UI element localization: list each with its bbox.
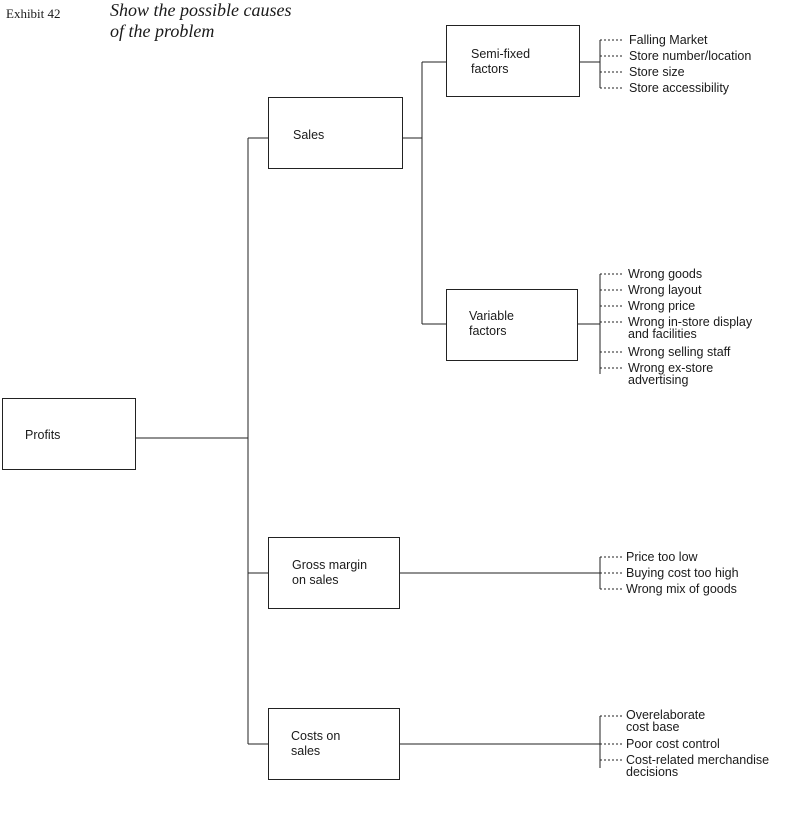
semi-fixed-label-line-1: Semi-fixed xyxy=(471,47,531,61)
leaf-store-size: Store size xyxy=(629,65,685,79)
leaf-wrong-in-store-display: Wrong in-store display and facilities xyxy=(628,315,753,341)
gross-margin-label-line-1: Gross margin xyxy=(292,558,368,572)
semi-fixed-factors-box: Semi-fixed factors xyxy=(446,25,580,97)
leaf-wrong-selling-staff: Wrong selling staff xyxy=(628,345,731,359)
gross-margin-label: Gross margin on sales xyxy=(292,558,367,588)
leaf-cost-related-line-1: Cost-related merchandise xyxy=(626,753,770,767)
sales-box: Sales xyxy=(268,97,403,169)
exhibit-title-line-1: Show the possible causes xyxy=(110,0,292,20)
leaf-price-too-low: Price too low xyxy=(626,550,698,564)
leaf-poor-cost-control: Poor cost control xyxy=(626,737,720,751)
sales-label: Sales xyxy=(293,128,325,142)
semi-fixed-label-line-2: factors xyxy=(471,62,509,76)
leaf-overelaborate-line-1: Overelaborate xyxy=(626,708,706,722)
leaf-wrong-price: Wrong price xyxy=(628,299,696,313)
leaf-overelaborate-line-2: cost base xyxy=(626,720,680,734)
leaf-store-accessibility: Store accessibility xyxy=(629,81,730,95)
leaf-cost-related-merchandise-decisions: Cost-related merchandise decisions xyxy=(626,753,770,779)
gross-margin-label-line-2: on sales xyxy=(292,573,339,587)
leaf-wrong-ex-store-advertising: Wrong ex-store advertising xyxy=(628,361,714,387)
leaf-store-number-location: Store number/location xyxy=(629,49,752,63)
costs-on-sales-label: Costs on sales xyxy=(291,729,340,759)
exhibit-number: Exhibit 42 xyxy=(6,6,61,21)
leaf-wrong-layout: Wrong layout xyxy=(628,283,702,297)
leaf-wrong-in-store-display-line-1: Wrong in-store display xyxy=(628,315,753,329)
leaf-wrong-ex-store-line-2: advertising xyxy=(628,373,689,387)
leaf-buying-cost-too-high: Buying cost too high xyxy=(626,566,739,580)
leaf-falling-market: Falling Market xyxy=(629,33,708,47)
semi-fixed-factors-label: Semi-fixed factors xyxy=(471,47,530,77)
variable-factors-box: Variable factors xyxy=(446,289,578,361)
leaf-wrong-mix-of-goods: Wrong mix of goods xyxy=(626,582,737,596)
exhibit-title: Show the possible causes of the problem xyxy=(110,0,292,42)
costs-on-sales-box: Costs on sales xyxy=(268,708,400,780)
costs-label-line-1: Costs on xyxy=(291,729,341,743)
costs-label-line-2: sales xyxy=(291,744,321,758)
leaf-cost-related-line-2: decisions xyxy=(626,765,679,779)
exhibit-title-line-2: of the problem xyxy=(110,21,215,41)
profits-label: Profits xyxy=(25,428,61,442)
variable-label-line-2: factors xyxy=(469,324,507,338)
leaf-overelaborate-cost-base: Overelaborate cost base xyxy=(626,708,706,734)
gross-margin-box: Gross margin on sales xyxy=(268,537,400,609)
variable-label-line-1: Variable xyxy=(469,309,514,323)
profits-box: Profits xyxy=(2,398,136,470)
variable-factors-label: Variable factors xyxy=(469,309,514,339)
leaf-wrong-goods: Wrong goods xyxy=(628,267,703,281)
leaf-wrong-in-store-display-line-2: and facilities xyxy=(628,327,697,341)
leaf-wrong-ex-store-line-1: Wrong ex-store xyxy=(628,361,714,375)
